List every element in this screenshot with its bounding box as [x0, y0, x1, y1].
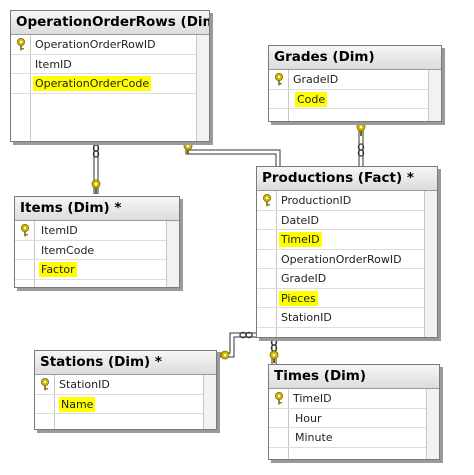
column-list: TimeID Hour Minute: [269, 389, 439, 459]
column-row[interactable]: Name: [35, 395, 203, 414]
column-row[interactable]: DateID: [257, 211, 424, 230]
key-icon: [91, 179, 101, 194]
key-icon: [17, 38, 25, 51]
column-name: GradeID: [293, 73, 339, 86]
column-row[interactable]: Minute: [269, 428, 426, 448]
key-icon: [275, 73, 283, 86]
column-row[interactable]: ItemID: [11, 55, 196, 74]
column-name: ItemID: [41, 224, 78, 237]
column-list: ItemID ItemCode Factor: [15, 221, 179, 287]
key-icon: [21, 224, 29, 237]
column-row[interactable]: GradeID: [269, 70, 428, 90]
column-row[interactable]: Code: [269, 90, 428, 109]
column-name: TimeID: [279, 232, 322, 247]
column-row[interactable]: Factor: [15, 260, 166, 280]
column-name: OperationOrderCode: [33, 76, 152, 91]
column-name: Code: [295, 91, 328, 107]
column-name: Hour: [295, 411, 322, 425]
column-row[interactable]: OperationOrderRowID: [257, 250, 424, 269]
column-name: Pieces: [279, 290, 318, 306]
column-row[interactable]: StationID: [257, 308, 424, 328]
column-row[interactable]: ItemCode: [15, 241, 166, 260]
column-name: Factor: [39, 262, 77, 277]
relationship-operationorderrows-productions[interactable]: [185, 142, 281, 166]
column-list: ProductionID DateID TimeID OperationOrde…: [257, 191, 437, 337]
column-name: OperationOrderRowID: [281, 252, 402, 266]
column-name: ItemCode: [41, 243, 95, 257]
table-title[interactable]: Grades (Dim): [269, 46, 441, 70]
column-list: GradeID Code: [269, 70, 441, 121]
key-icon: [356, 122, 366, 136]
table-title[interactable]: Stations (Dim) *: [35, 351, 216, 375]
table-title[interactable]: Times (Dim): [269, 365, 439, 389]
column-list: OperationOrderRowID ItemID OperationOrde…: [11, 35, 209, 141]
column-name: StationID: [281, 311, 332, 324]
column-row[interactable]: Hour: [269, 409, 426, 428]
table-stations[interactable]: Stations (Dim) * StationID Name: [34, 350, 217, 430]
key-icon: [269, 350, 279, 363]
infinity-icon: [357, 143, 365, 157]
table-times[interactable]: Times (Dim) TimeID Hour Minute: [268, 364, 440, 460]
table-grades[interactable]: Grades (Dim) GradeID Code: [268, 45, 442, 122]
column-name: ItemID: [35, 57, 72, 71]
column-name: OperationOrderRowID: [35, 38, 156, 51]
column-row[interactable]: TimeID: [257, 230, 424, 250]
column-row[interactable]: ProductionID: [257, 191, 424, 211]
key-icon: [217, 350, 230, 360]
key-icon: [263, 194, 271, 207]
key-icon: [183, 141, 193, 154]
table-title[interactable]: OperationOrderRows (Dim) *: [11, 11, 209, 35]
key-icon: [275, 392, 283, 405]
table-items[interactable]: Items (Dim) * ItemID ItemCode Factor: [14, 196, 180, 288]
column-name: GradeID: [281, 272, 327, 285]
table-title[interactable]: Productions (Fact) *: [257, 167, 437, 191]
table-operationorderrows[interactable]: OperationOrderRows (Dim) * OperationOrde…: [10, 10, 210, 142]
column-row[interactable]: ItemID: [15, 221, 166, 241]
column-name: DateID: [281, 213, 320, 227]
column-row[interactable]: TimeID: [269, 389, 426, 409]
table-productions[interactable]: Productions (Fact) * ProductionID DateID…: [256, 166, 438, 338]
column-name: ProductionID: [281, 194, 352, 207]
infinity-icon: [239, 331, 253, 339]
column-name: Minute: [295, 431, 333, 444]
column-row[interactable]: GradeID: [257, 269, 424, 289]
column-row[interactable]: OperationOrderRowID: [11, 35, 196, 55]
column-name: Name: [59, 396, 96, 412]
column-name: TimeID: [293, 392, 332, 405]
table-title[interactable]: Items (Dim) *: [15, 197, 179, 221]
column-row[interactable]: Pieces: [257, 289, 424, 308]
column-list: StationID Name: [35, 375, 216, 429]
key-icon: [41, 378, 49, 391]
infinity-icon: [92, 144, 100, 158]
infinity-icon: [270, 338, 278, 352]
column-row[interactable]: StationID: [35, 375, 203, 395]
column-name: StationID: [59, 378, 110, 391]
column-row[interactable]: OperationOrderCode: [11, 74, 196, 94]
